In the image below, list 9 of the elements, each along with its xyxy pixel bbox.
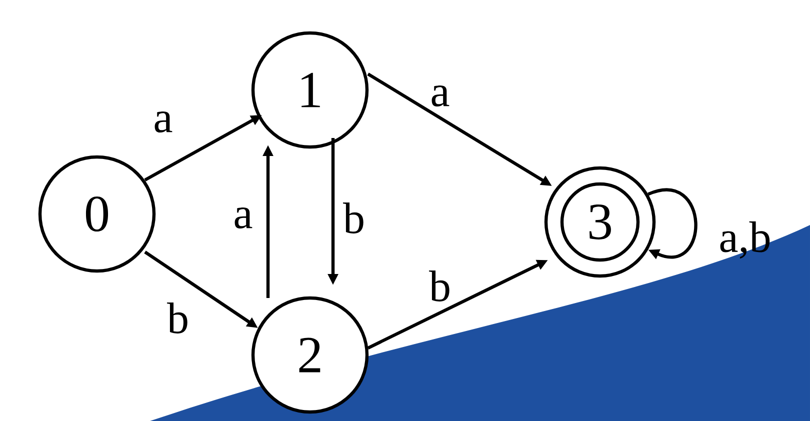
edge-label: a [234,207,252,229]
node-label: 2 [299,338,320,372]
edge-label: a [432,85,450,107]
edge-label: b [343,202,364,234]
edge-label: a,b [720,221,770,259]
edge-label: b [167,302,188,334]
edge-label: a [154,111,172,133]
edge-label: b [429,270,450,302]
arrow [648,188,698,260]
